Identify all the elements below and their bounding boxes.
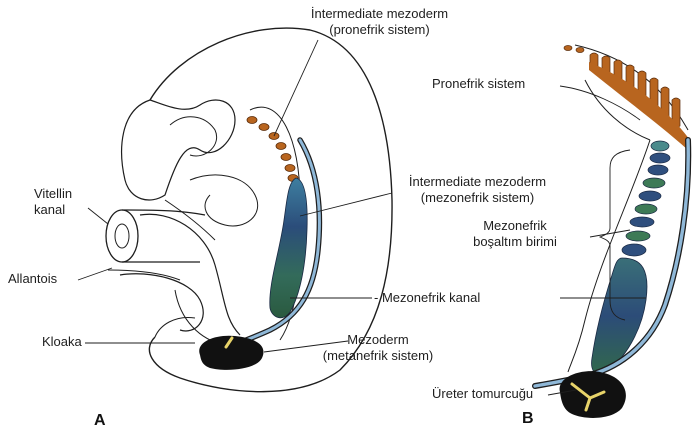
transitional-tubules-b: [622, 141, 670, 256]
label-mezoderm: Mezoderm (metanefrik sistem): [298, 332, 458, 364]
pharynx: [165, 200, 215, 240]
label-allantois: Allantois: [8, 271, 57, 287]
vitelline-duct-lumen: [115, 224, 129, 248]
label-kloaka: Kloaka: [42, 334, 82, 350]
label-mezonefrik-kanal: - Mezonefrik kanal: [374, 290, 480, 306]
pronephric-tubules-a: [247, 117, 298, 182]
panel-a-letter: A: [94, 412, 106, 430]
label-intermediate-pronefrik: İntermediate mezoderm (pronefrik sistem): [292, 6, 467, 38]
mesonephros-b: [592, 258, 647, 374]
label-line: kanal: [34, 202, 72, 218]
pronephric-tubules-b: [564, 46, 690, 151]
metanephric-mesoderm-b: [560, 371, 626, 418]
gut-tube: [120, 274, 203, 331]
label-line: boşaltım birimi: [440, 234, 590, 250]
label-line: Mezonefrik: [440, 218, 590, 234]
label-line: (mezonefrik sistem): [390, 190, 565, 206]
label-line: (pronefrik sistem): [292, 22, 467, 38]
leader-lines-a: [78, 40, 392, 352]
head-region: [122, 100, 235, 200]
label-ureter-tomurcugu: Üreter tomurcuğu: [432, 386, 533, 402]
label-line: (metanefrik sistem): [298, 348, 458, 364]
label-intermediate-mezonefrik: İntermediate mezoderm (mezonefrik sistem…: [390, 174, 565, 206]
label-pronefrik-sistem: Pronefrik sistem: [432, 76, 525, 92]
mesonephros-a: [270, 178, 307, 318]
label-line: Mezoderm: [298, 332, 458, 348]
tail: [155, 317, 195, 337]
label-line: İntermediate mezoderm: [292, 6, 467, 22]
label-mezonefrik-bosaltim: Mezonefrik boşaltım birimi: [440, 218, 590, 250]
panel-b-letter: B: [522, 410, 534, 428]
label-vitellin: Vitellin kanal: [34, 186, 72, 218]
vitelline-duct-wall: [122, 210, 205, 262]
vitelline-duct-end: [106, 210, 138, 262]
label-line: Vitellin: [34, 186, 72, 202]
brain-fold: [170, 117, 217, 156]
label-line: İntermediate mezoderm: [390, 174, 565, 190]
foregut: [190, 175, 258, 226]
